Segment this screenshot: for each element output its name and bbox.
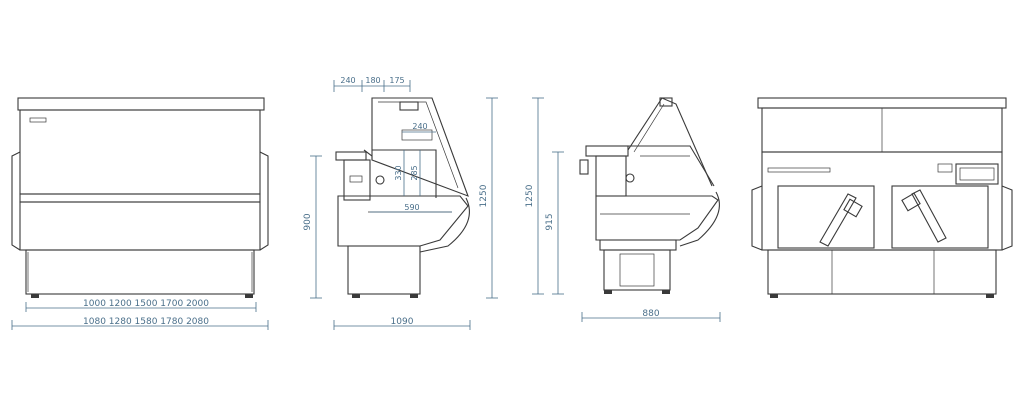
rear-view (751, 97, 1013, 298)
side1-glass-frame (371, 97, 469, 197)
side2-light-box (659, 97, 673, 107)
side1-height-right: 1250 (479, 184, 489, 207)
side2-glass-frame (627, 97, 713, 187)
side2-depth: 880 (642, 309, 659, 319)
front-foot-left (31, 294, 39, 298)
side1-height-left: 900 (303, 213, 313, 230)
side-view-2: 1250 915 880 (525, 97, 721, 322)
side1-tank (337, 195, 469, 247)
side1-base (347, 245, 421, 295)
rear-door-left-latch (843, 198, 863, 218)
rear-door-left-handle (819, 193, 857, 247)
side2-rear-unit (595, 155, 627, 197)
side1-top-edge (363, 149, 373, 160)
rear-door-right[interactable] (891, 185, 989, 249)
side1-inner-top-dim: 240 (412, 122, 427, 131)
rear-right-side (1001, 185, 1013, 251)
front-left-side (11, 151, 21, 251)
side1-shelf-bracket (401, 129, 433, 141)
front-counter-edge (19, 193, 261, 203)
side1-top-dim-2: 180 (365, 76, 380, 85)
side2-foot-front (662, 290, 670, 294)
side1-upper-shelf (372, 149, 437, 198)
side1-fitting (375, 175, 385, 185)
side1-light-box (399, 101, 419, 111)
rear-door-right-handle (911, 189, 947, 243)
side2-base-top (599, 239, 677, 251)
side1-foot-front (410, 294, 418, 298)
front-width-label-2: 1080 1280 1580 1780 2080 (83, 317, 209, 327)
rear-control-unit (955, 163, 999, 185)
rear-door-left[interactable] (777, 185, 875, 249)
side2-foot-rear (604, 290, 612, 294)
side1-top-dim-3: 175 (389, 76, 404, 85)
side1-control-panel (349, 175, 363, 183)
side1-rear-unit (343, 159, 371, 201)
side2-handle (579, 159, 589, 175)
front-glass-panel (19, 109, 261, 195)
front-top-canopy (17, 97, 265, 111)
side1-depth: 1090 (391, 317, 414, 327)
side1-front-curve (419, 197, 470, 253)
side2-height-total: 1250 (525, 184, 535, 207)
side1-service-shelf (335, 151, 367, 161)
rear-display (937, 163, 953, 173)
side2-glass-inner (633, 103, 665, 153)
side1-glass-inner (378, 101, 459, 189)
front-body (19, 201, 261, 251)
side2-base (603, 249, 671, 291)
side1-inner-v2: 285 (410, 165, 419, 180)
rear-handle-bar (767, 167, 831, 173)
rear-foot-left (770, 294, 778, 298)
rear-left-side (751, 185, 763, 251)
rear-control-screen (959, 167, 995, 181)
rear-body (761, 151, 1003, 251)
front-logo-plate (29, 117, 47, 123)
side2-tank (595, 195, 719, 241)
front-view: 1000 1200 1500 1700 2000 1080 1280 1580 … (11, 97, 269, 330)
side-view-1: 240 180 175 240 330 285 590 900 1250 109… (303, 76, 498, 330)
front-right-side (259, 151, 269, 251)
rear-top-canopy (757, 97, 1007, 109)
rear-door-right-latch (901, 192, 921, 212)
front-base (25, 249, 255, 295)
rear-foot-right (986, 294, 994, 298)
side2-fitting (625, 173, 635, 183)
side2-upper-line (600, 145, 715, 187)
side1-inner-v1: 330 (394, 165, 403, 180)
side2-rear-shelf (585, 145, 629, 157)
front-foot-right (245, 294, 253, 298)
side2-height-counter: 915 (545, 213, 555, 230)
side1-top-dim-1: 240 (340, 76, 355, 85)
rear-base (767, 249, 997, 295)
side1-foot-rear (352, 294, 360, 298)
front-width-label-1: 1000 1200 1500 1700 2000 (83, 299, 209, 309)
side1-shelf-dim: 590 (404, 203, 419, 212)
side2-compressor (619, 253, 655, 287)
side2-front-curve (679, 191, 720, 247)
